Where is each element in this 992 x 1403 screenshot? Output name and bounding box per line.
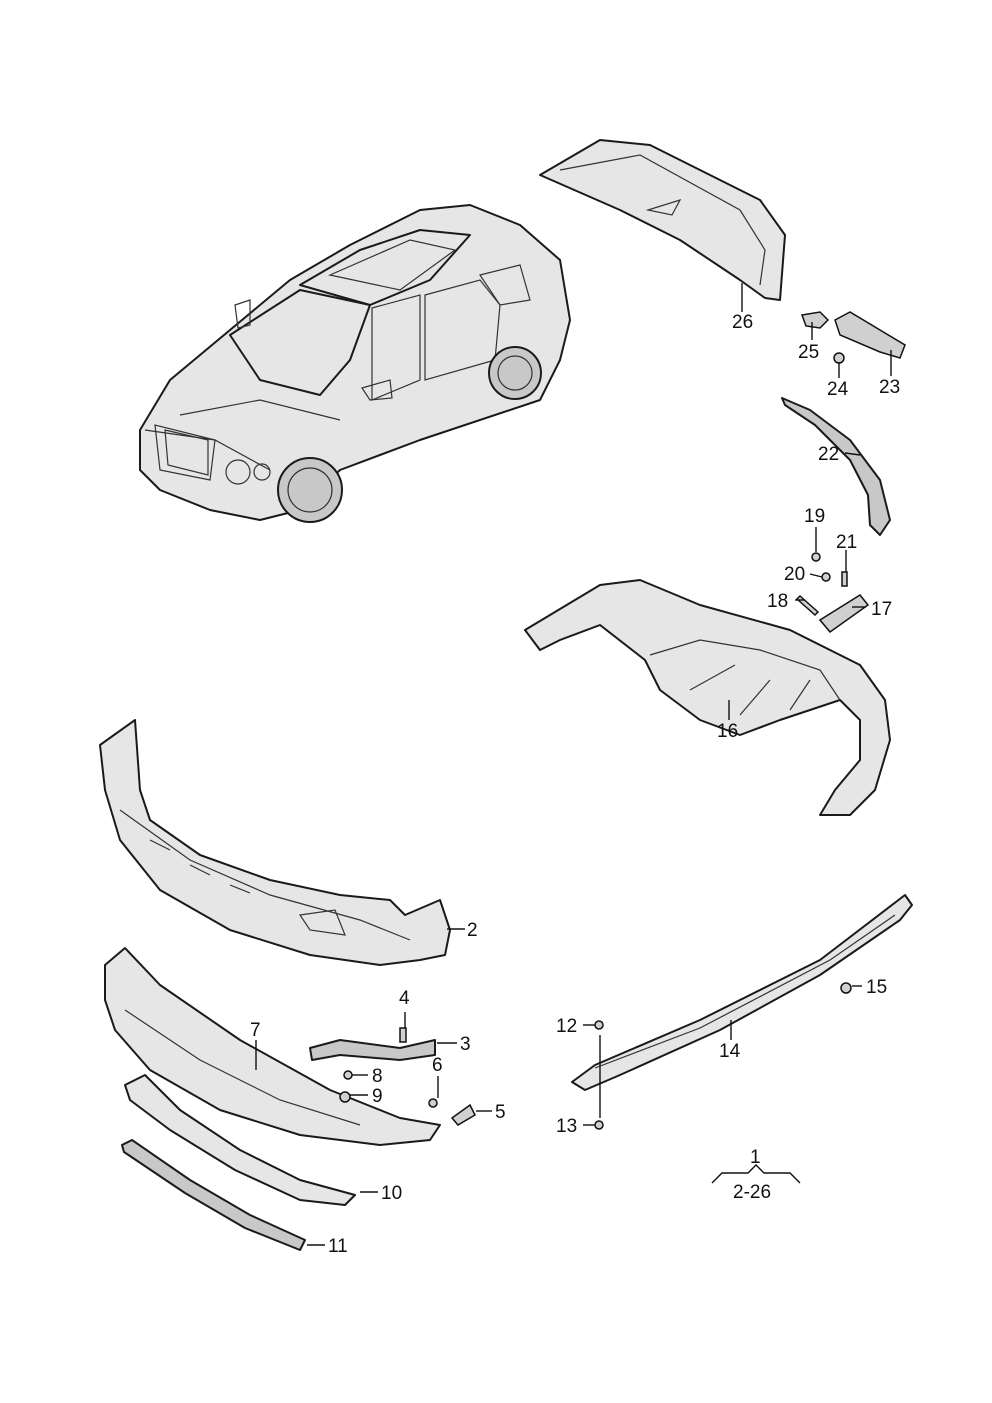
part-2-front-bumper bbox=[99, 719, 451, 966]
part-25-clip bbox=[800, 311, 830, 329]
callout-9: 9 bbox=[372, 1086, 383, 1107]
callout-5: 5 bbox=[495, 1102, 506, 1123]
callout-17: 17 bbox=[871, 599, 892, 620]
callout-labels: 26 25 24 23 22 19 21 20 18 17 16 2 4 3 7… bbox=[250, 312, 900, 1257]
callout-10: 10 bbox=[381, 1183, 402, 1204]
part-15-clip bbox=[840, 982, 852, 994]
callout-13: 13 bbox=[556, 1116, 577, 1137]
callout-12: 12 bbox=[556, 1016, 577, 1037]
callout-22: 22 bbox=[818, 444, 839, 465]
part-9-nut bbox=[339, 1091, 351, 1103]
callout-6: 6 bbox=[432, 1055, 443, 1076]
callout-4: 4 bbox=[399, 988, 410, 1009]
callout-11: 11 bbox=[328, 1236, 348, 1257]
callout-15: 15 bbox=[866, 977, 887, 998]
part-13-clip bbox=[594, 1120, 604, 1130]
callout-25: 25 bbox=[798, 342, 819, 363]
part-3-trim bbox=[309, 1039, 436, 1061]
part-19-screw bbox=[811, 552, 821, 562]
part-11-strip bbox=[121, 1139, 306, 1251]
callout-3: 3 bbox=[460, 1034, 471, 1055]
part-12-clip bbox=[594, 1020, 604, 1030]
part-14-side-skirt bbox=[571, 894, 913, 1091]
callout-16: 16 bbox=[717, 721, 738, 742]
part-4-pin bbox=[399, 1027, 407, 1043]
part-20-nut bbox=[821, 572, 831, 582]
part-16-rear-diffuser bbox=[524, 579, 891, 816]
callout-24: 24 bbox=[827, 379, 849, 400]
callout-18: 18 bbox=[767, 591, 788, 612]
part-17-bracket bbox=[818, 594, 870, 634]
callout-20: 20 bbox=[784, 564, 805, 585]
part-22-trim-strip bbox=[781, 397, 891, 536]
callout-21: 21 bbox=[836, 532, 857, 553]
callout-8: 8 bbox=[372, 1066, 383, 1087]
vehicle-illustration bbox=[139, 204, 571, 523]
callout-14: 14 bbox=[719, 1041, 741, 1062]
leader-lines bbox=[255, 283, 892, 1246]
part-24-nut bbox=[833, 352, 845, 364]
part-10-splitter bbox=[124, 1074, 356, 1206]
part-23-bracket bbox=[834, 311, 906, 359]
part-6-screw bbox=[428, 1098, 438, 1108]
callout-19: 19 bbox=[804, 506, 825, 527]
part-21-bolt bbox=[841, 571, 848, 587]
callout-1-range: 2-26 bbox=[733, 1182, 771, 1203]
callout-2: 2 bbox=[467, 920, 478, 941]
part-26-roof-spoiler bbox=[539, 139, 786, 301]
callout-1: 1 bbox=[750, 1147, 761, 1168]
callout-23: 23 bbox=[879, 377, 900, 398]
callout-7: 7 bbox=[250, 1020, 261, 1041]
callout-26: 26 bbox=[732, 312, 753, 333]
part-18-bolt bbox=[795, 594, 820, 617]
part-7-front-lip bbox=[104, 947, 441, 1146]
part-8-screw bbox=[343, 1070, 353, 1080]
part-5-bracket bbox=[450, 1103, 476, 1126]
